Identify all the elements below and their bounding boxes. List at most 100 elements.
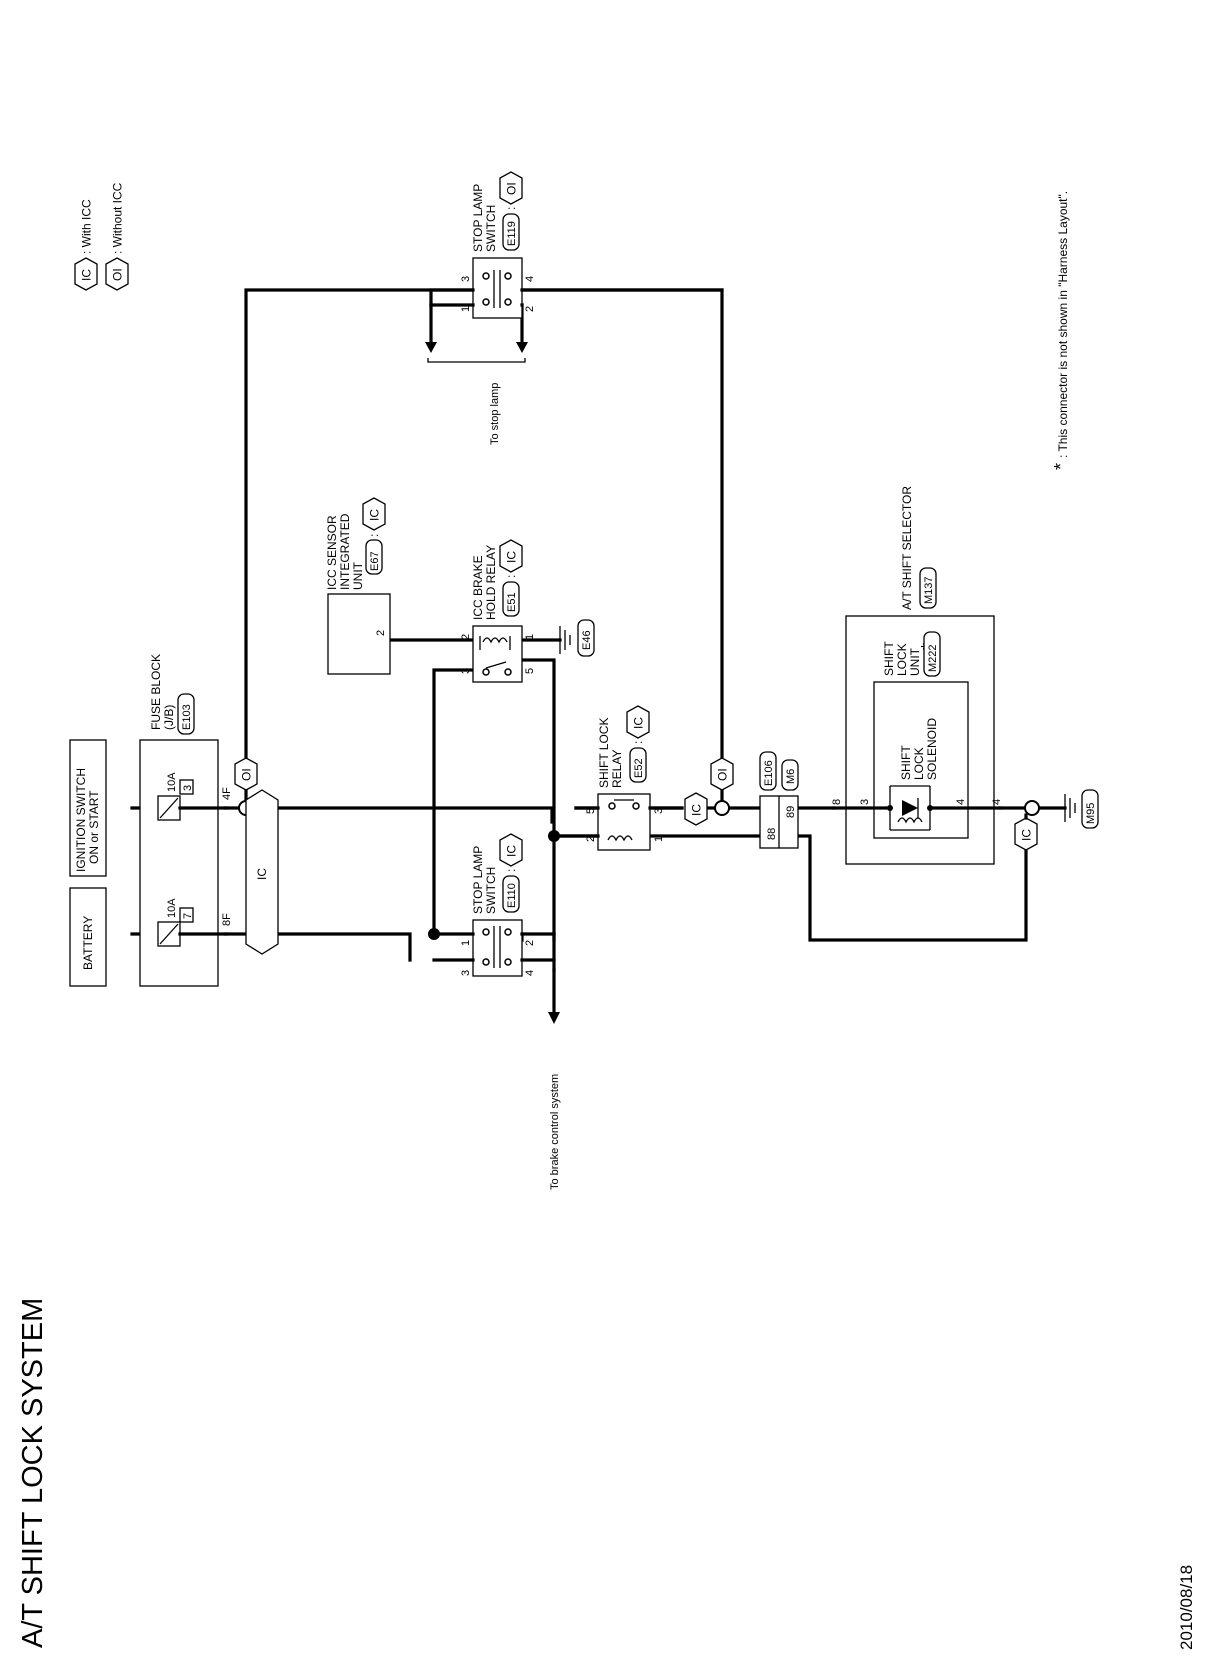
stop-lamp-e110-ic-tag: IC (505, 845, 519, 857)
ignition-switch-box: IGNITION SWITCH ON or START (69, 739, 107, 877)
stop-lamp-e119-pin-1: 1 (460, 306, 472, 312)
selector-pin-4-inner: 4 (955, 799, 967, 805)
stop-lamp-e110-pin-4: 4 (524, 970, 536, 976)
selector-pin-3: 3 (859, 799, 871, 805)
stop-lamp-e119-oi-tag: OI (505, 182, 519, 195)
shift-lock-relay-pin-5: 5 (585, 808, 597, 814)
ground-e46-label: E46 (581, 630, 593, 650)
tag-ic-bus-text: IC (255, 868, 269, 880)
tag-oi-left: OI (234, 757, 258, 791)
pin-89: 89 (785, 806, 797, 818)
icc-brake-label-2: HOLD RELAY (484, 545, 498, 620)
at-shift-selector: A/T SHIFT SELECTOR M137 SHIFT LOCK UNIT … (831, 486, 1003, 865)
footnote: * : This connector is not shown in "Harn… (1051, 191, 1071, 470)
stop-lamp-e110-label-1: STOP LAMP (471, 846, 485, 914)
legend: IC : With ICC OI : Without ICC (74, 182, 129, 291)
shift-lock-relay: SHIFT LOCK RELAY E52 : IC 5 3 2 1 (552, 705, 684, 851)
icc-sensor-colon: : (367, 534, 381, 537)
shift-lock-relay-ic-tag: IC (632, 717, 646, 729)
stop-lamp-e119-connector: E119 (506, 221, 518, 246)
connector-e106-m6: E106 M6 89 88 (759, 751, 799, 849)
icc-sensor-ic-tag: IC (368, 509, 382, 521)
icc-sensor-pin-2: 2 (375, 630, 387, 636)
fuse-a-num: 7 (182, 913, 194, 919)
legend-ic-tag: IC (80, 269, 94, 281)
pin-88: 88 (766, 828, 778, 840)
tag-oi-left-text: OI (240, 768, 254, 781)
to-stop-lamp-label: To stop lamp (489, 383, 501, 445)
shift-lock-unit-label-3: UNIT (908, 647, 922, 676)
tag-oi-right-text: OI (716, 768, 730, 781)
shift-lock-unit-label-2: LOCK (895, 643, 909, 676)
shift-lock-unit-label-1: SHIFT (882, 641, 896, 676)
shift-lock-relay-colon: : (631, 741, 645, 744)
icc-sensor-connector: E67 (369, 551, 381, 571)
tag-ic-mid-text: IC (690, 804, 704, 816)
fuse-b-rating: 10A (166, 772, 178, 792)
ignition-label-1: IGNITION SWITCH (74, 768, 88, 872)
stop-lamp-switch-e110: STOP LAMP SWITCH E110 : IC 1 2 3 4 (432, 833, 556, 977)
fuse-block-connector: E103 (181, 704, 193, 730)
stop-lamp-e110-label-2: SWITCH (484, 867, 498, 914)
shift-lock-relay-pin-2: 2 (585, 836, 597, 842)
icc-brake-hold-relay: ICC BRAKE HOLD RELAY E51 : IC 2 1 3 5 (460, 539, 536, 683)
ignition-label-2: ON or START (87, 790, 101, 864)
icc-sensor-label-1: ICC SENSOR (325, 515, 339, 590)
shift-lock-unit-connector: M222 (927, 644, 939, 672)
legend-ic-text: : With ICC (80, 199, 94, 254)
connector-m6-label: M6 (785, 769, 797, 784)
selector-connector: M137 (923, 576, 935, 604)
connector-e106-label: E106 (763, 760, 775, 786)
battery-label: BATTERY (81, 916, 95, 970)
fuse-block: FUSE BLOCK (J/B) E103 10A 7 8F 10A 3 4F (139, 654, 233, 987)
selector-title: A/T SHIFT SELECTOR (900, 486, 914, 610)
fuse-block-label-1: FUSE BLOCK (149, 654, 163, 730)
selector-pin-8: 8 (831, 799, 843, 805)
page-title: A/T SHIFT LOCK SYSTEM (17, 1298, 49, 1648)
tag-ic-ground: IC (1014, 817, 1038, 851)
ground-m95-label: M95 (1085, 803, 1097, 824)
icc-brake-pin-2: 2 (460, 634, 472, 640)
icc-brake-ic-tag: IC (505, 551, 519, 563)
fuse-block-label-2: (J/B) (162, 705, 176, 730)
solenoid-label-2: LOCK (912, 747, 926, 780)
tag-ic-bus: IC (245, 789, 279, 955)
stop-lamp-e110-colon: : (504, 869, 518, 872)
shift-lock-relay-label-2: RELAY (610, 750, 624, 788)
legend-oi-tag: OI (111, 268, 125, 281)
footnote-text: : This connector is not shown in "Harnes… (1056, 191, 1070, 458)
selector-pin-4-outer: 4 (991, 799, 1003, 805)
stop-lamp-e119-label-1: STOP LAMP (471, 184, 485, 252)
icc-brake-pin-5: 5 (524, 668, 536, 674)
icc-brake-connector: E51 (506, 592, 518, 612)
tag-ic-ground-text: IC (1020, 829, 1034, 841)
tag-ic-mid: IC (684, 792, 708, 826)
icc-brake-pin-1: 1 (524, 634, 536, 640)
stop-lamp-e119-label-2: SWITCH (484, 205, 498, 252)
stop-lamp-switch-e119: STOP LAMP SWITCH E119 : OI 3 4 1 2 (429, 171, 724, 319)
icc-brake-label-1: ICC BRAKE (471, 555, 485, 620)
stop-lamp-e110-pin-1: 1 (460, 940, 472, 946)
stop-lamp-e119-pin-2: 2 (524, 306, 536, 312)
battery-box: BATTERY (69, 887, 107, 987)
stop-lamp-e119-colon: : (504, 207, 518, 210)
icc-brake-colon: : (504, 575, 518, 578)
icc-sensor-label-2: INTEGRATED (338, 513, 352, 590)
solenoid-label-1: SHIFT (899, 745, 913, 780)
solenoid-label-3: SOLENOID (925, 718, 939, 780)
stop-lamp-e110-pin-2: 2 (524, 940, 536, 946)
stop-lamp-e110-pin-3: 3 (460, 970, 472, 976)
to-brake-control-label: To brake control system (549, 1074, 561, 1190)
footnote-star: * (1051, 463, 1071, 470)
fuse-b-num: 3 (182, 785, 194, 791)
ground-m95: M95 (1064, 789, 1099, 829)
ground-e46: E46 (559, 619, 595, 657)
icc-brake-pin-3: 3 (460, 668, 472, 674)
stop-lamp-e110-connector: E110 (506, 883, 518, 908)
icc-sensor-unit: ICC SENSOR INTEGRATED UNIT E67 : IC 2 (325, 497, 391, 675)
page-date: 2010/08/18 (1177, 1565, 1196, 1650)
fuse-wire-links (178, 806, 228, 936)
shift-lock-relay-pin-1: 1 (653, 836, 665, 842)
fuse-a-rating: 10A (166, 898, 178, 918)
